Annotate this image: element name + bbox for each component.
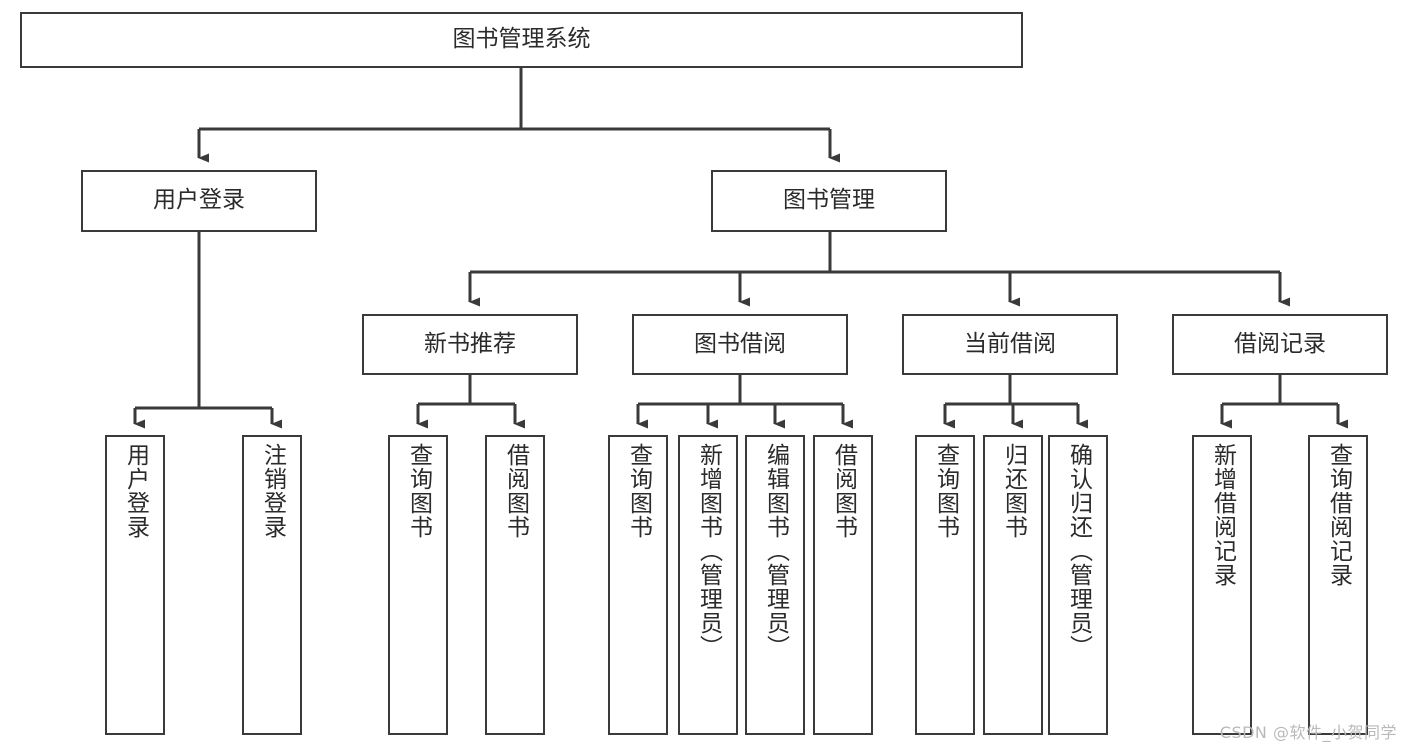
watermark-text: CSDN @软件_小贺同学 bbox=[1219, 723, 1397, 742]
node-root[interactable]: 图书管理系统 bbox=[20, 12, 1023, 68]
node-leaf-add-book-label: 新增图书（管理员） bbox=[695, 443, 722, 659]
node-leaf-return-book[interactable]: 归还图书 bbox=[983, 435, 1043, 735]
node-leaf-add-record[interactable]: 新增借阅记录 bbox=[1192, 435, 1252, 735]
node-leaf-borrow-book-1-label: 借阅图书 bbox=[502, 443, 529, 539]
node-book-borrow[interactable]: 图书借阅 bbox=[632, 314, 848, 375]
node-leaf-user-login[interactable]: 用户登录 bbox=[105, 435, 165, 735]
node-leaf-query-record-label: 查询借阅记录 bbox=[1325, 443, 1352, 587]
node-leaf-logout-label: 注销登录 bbox=[259, 443, 286, 539]
node-leaf-logout[interactable]: 注销登录 bbox=[242, 435, 302, 735]
node-leaf-borrow-book-2-label: 借阅图书 bbox=[830, 443, 857, 539]
node-leaf-confirm-return[interactable]: 确认归还（管理员） bbox=[1048, 435, 1108, 735]
node-leaf-query-book-3[interactable]: 查询图书 bbox=[915, 435, 975, 735]
node-leaf-query-book-1-label: 查询图书 bbox=[405, 443, 432, 539]
node-book-borrow-label: 图书借阅 bbox=[694, 330, 786, 357]
node-leaf-edit-book-label: 编辑图书（管理员） bbox=[762, 443, 789, 659]
node-leaf-query-book-2-label: 查询图书 bbox=[625, 443, 652, 539]
node-new-book-rec-label: 新书推荐 bbox=[424, 330, 516, 357]
node-user-login[interactable]: 用户登录 bbox=[81, 170, 317, 232]
node-leaf-query-record[interactable]: 查询借阅记录 bbox=[1308, 435, 1368, 735]
node-leaf-edit-book[interactable]: 编辑图书（管理员） bbox=[745, 435, 805, 735]
node-leaf-return-book-label: 归还图书 bbox=[1000, 443, 1027, 539]
node-book-manage-label: 图书管理 bbox=[783, 187, 875, 214]
node-leaf-query-book-2[interactable]: 查询图书 bbox=[608, 435, 668, 735]
node-borrow-record-label: 借阅记录 bbox=[1234, 330, 1326, 357]
node-current-borrow-label: 当前借阅 bbox=[964, 330, 1056, 357]
node-user-login-label: 用户登录 bbox=[153, 187, 245, 214]
node-current-borrow[interactable]: 当前借阅 bbox=[902, 314, 1118, 375]
node-root-label: 图书管理系统 bbox=[452, 26, 591, 53]
node-borrow-record[interactable]: 借阅记录 bbox=[1172, 314, 1388, 375]
node-new-book-rec[interactable]: 新书推荐 bbox=[362, 314, 578, 375]
node-book-manage[interactable]: 图书管理 bbox=[711, 170, 947, 232]
node-leaf-query-book-3-label: 查询图书 bbox=[932, 443, 959, 539]
node-leaf-borrow-book-1[interactable]: 借阅图书 bbox=[485, 435, 545, 735]
node-leaf-confirm-return-label: 确认归还（管理员） bbox=[1065, 443, 1092, 659]
node-leaf-user-login-label: 用户登录 bbox=[122, 443, 149, 539]
node-leaf-borrow-book-2[interactable]: 借阅图书 bbox=[813, 435, 873, 735]
node-leaf-query-book-1[interactable]: 查询图书 bbox=[388, 435, 448, 735]
node-leaf-add-book[interactable]: 新增图书（管理员） bbox=[678, 435, 738, 735]
node-leaf-add-record-label: 新增借阅记录 bbox=[1209, 443, 1236, 587]
